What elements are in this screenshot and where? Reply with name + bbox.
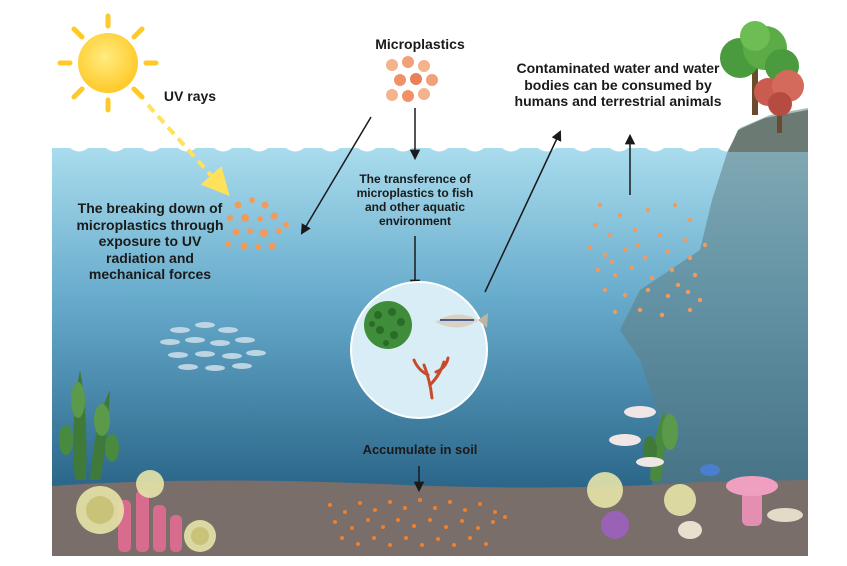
- accumulate-label: Accumulate in soil: [362, 442, 478, 457]
- sun-icon: [57, 13, 159, 113]
- water-microplastics-right: [587, 202, 708, 318]
- shell-icon: [678, 464, 720, 539]
- sea-urchin-icon: [76, 486, 124, 534]
- microplastic-cluster-icon: [386, 56, 438, 102]
- transference-label: The transference of microplastics to fis…: [356, 172, 474, 229]
- water-surface-waves: [52, 140, 808, 152]
- breaking-down-label: The breaking down of microplastics throu…: [76, 200, 224, 283]
- cliff-top: [728, 110, 808, 152]
- tree-icon: [754, 70, 804, 133]
- sea-urchin-icon: [587, 472, 696, 539]
- zebrafish-icon: [435, 313, 488, 328]
- fish-school-icon: [160, 322, 266, 371]
- zebrafish-icon: [609, 406, 803, 522]
- soil-microplastics: [328, 498, 507, 547]
- tree-icon: [720, 21, 799, 115]
- coral-icon: [118, 490, 182, 552]
- biota-circle: [350, 281, 488, 419]
- arrow-to-contaminated: [484, 130, 562, 293]
- kelp-icon: [59, 370, 119, 480]
- algae-cell-icon: [364, 301, 412, 349]
- anemone-icon: [726, 476, 778, 526]
- sea-urchin-icon: [184, 520, 216, 552]
- uv-rays-label: UV rays: [163, 88, 217, 104]
- uv-ray-arrow: [146, 103, 230, 197]
- microplastics-label: Microplastics: [375, 36, 465, 52]
- seaweed-icon: [412, 356, 450, 400]
- sea-urchin-icon: [136, 470, 164, 498]
- arrow-to-breakdown: [300, 116, 372, 235]
- fragment-particles: [225, 197, 289, 250]
- cliff: [620, 108, 808, 500]
- contaminated-label: Contaminated water and water bodies can …: [514, 60, 722, 110]
